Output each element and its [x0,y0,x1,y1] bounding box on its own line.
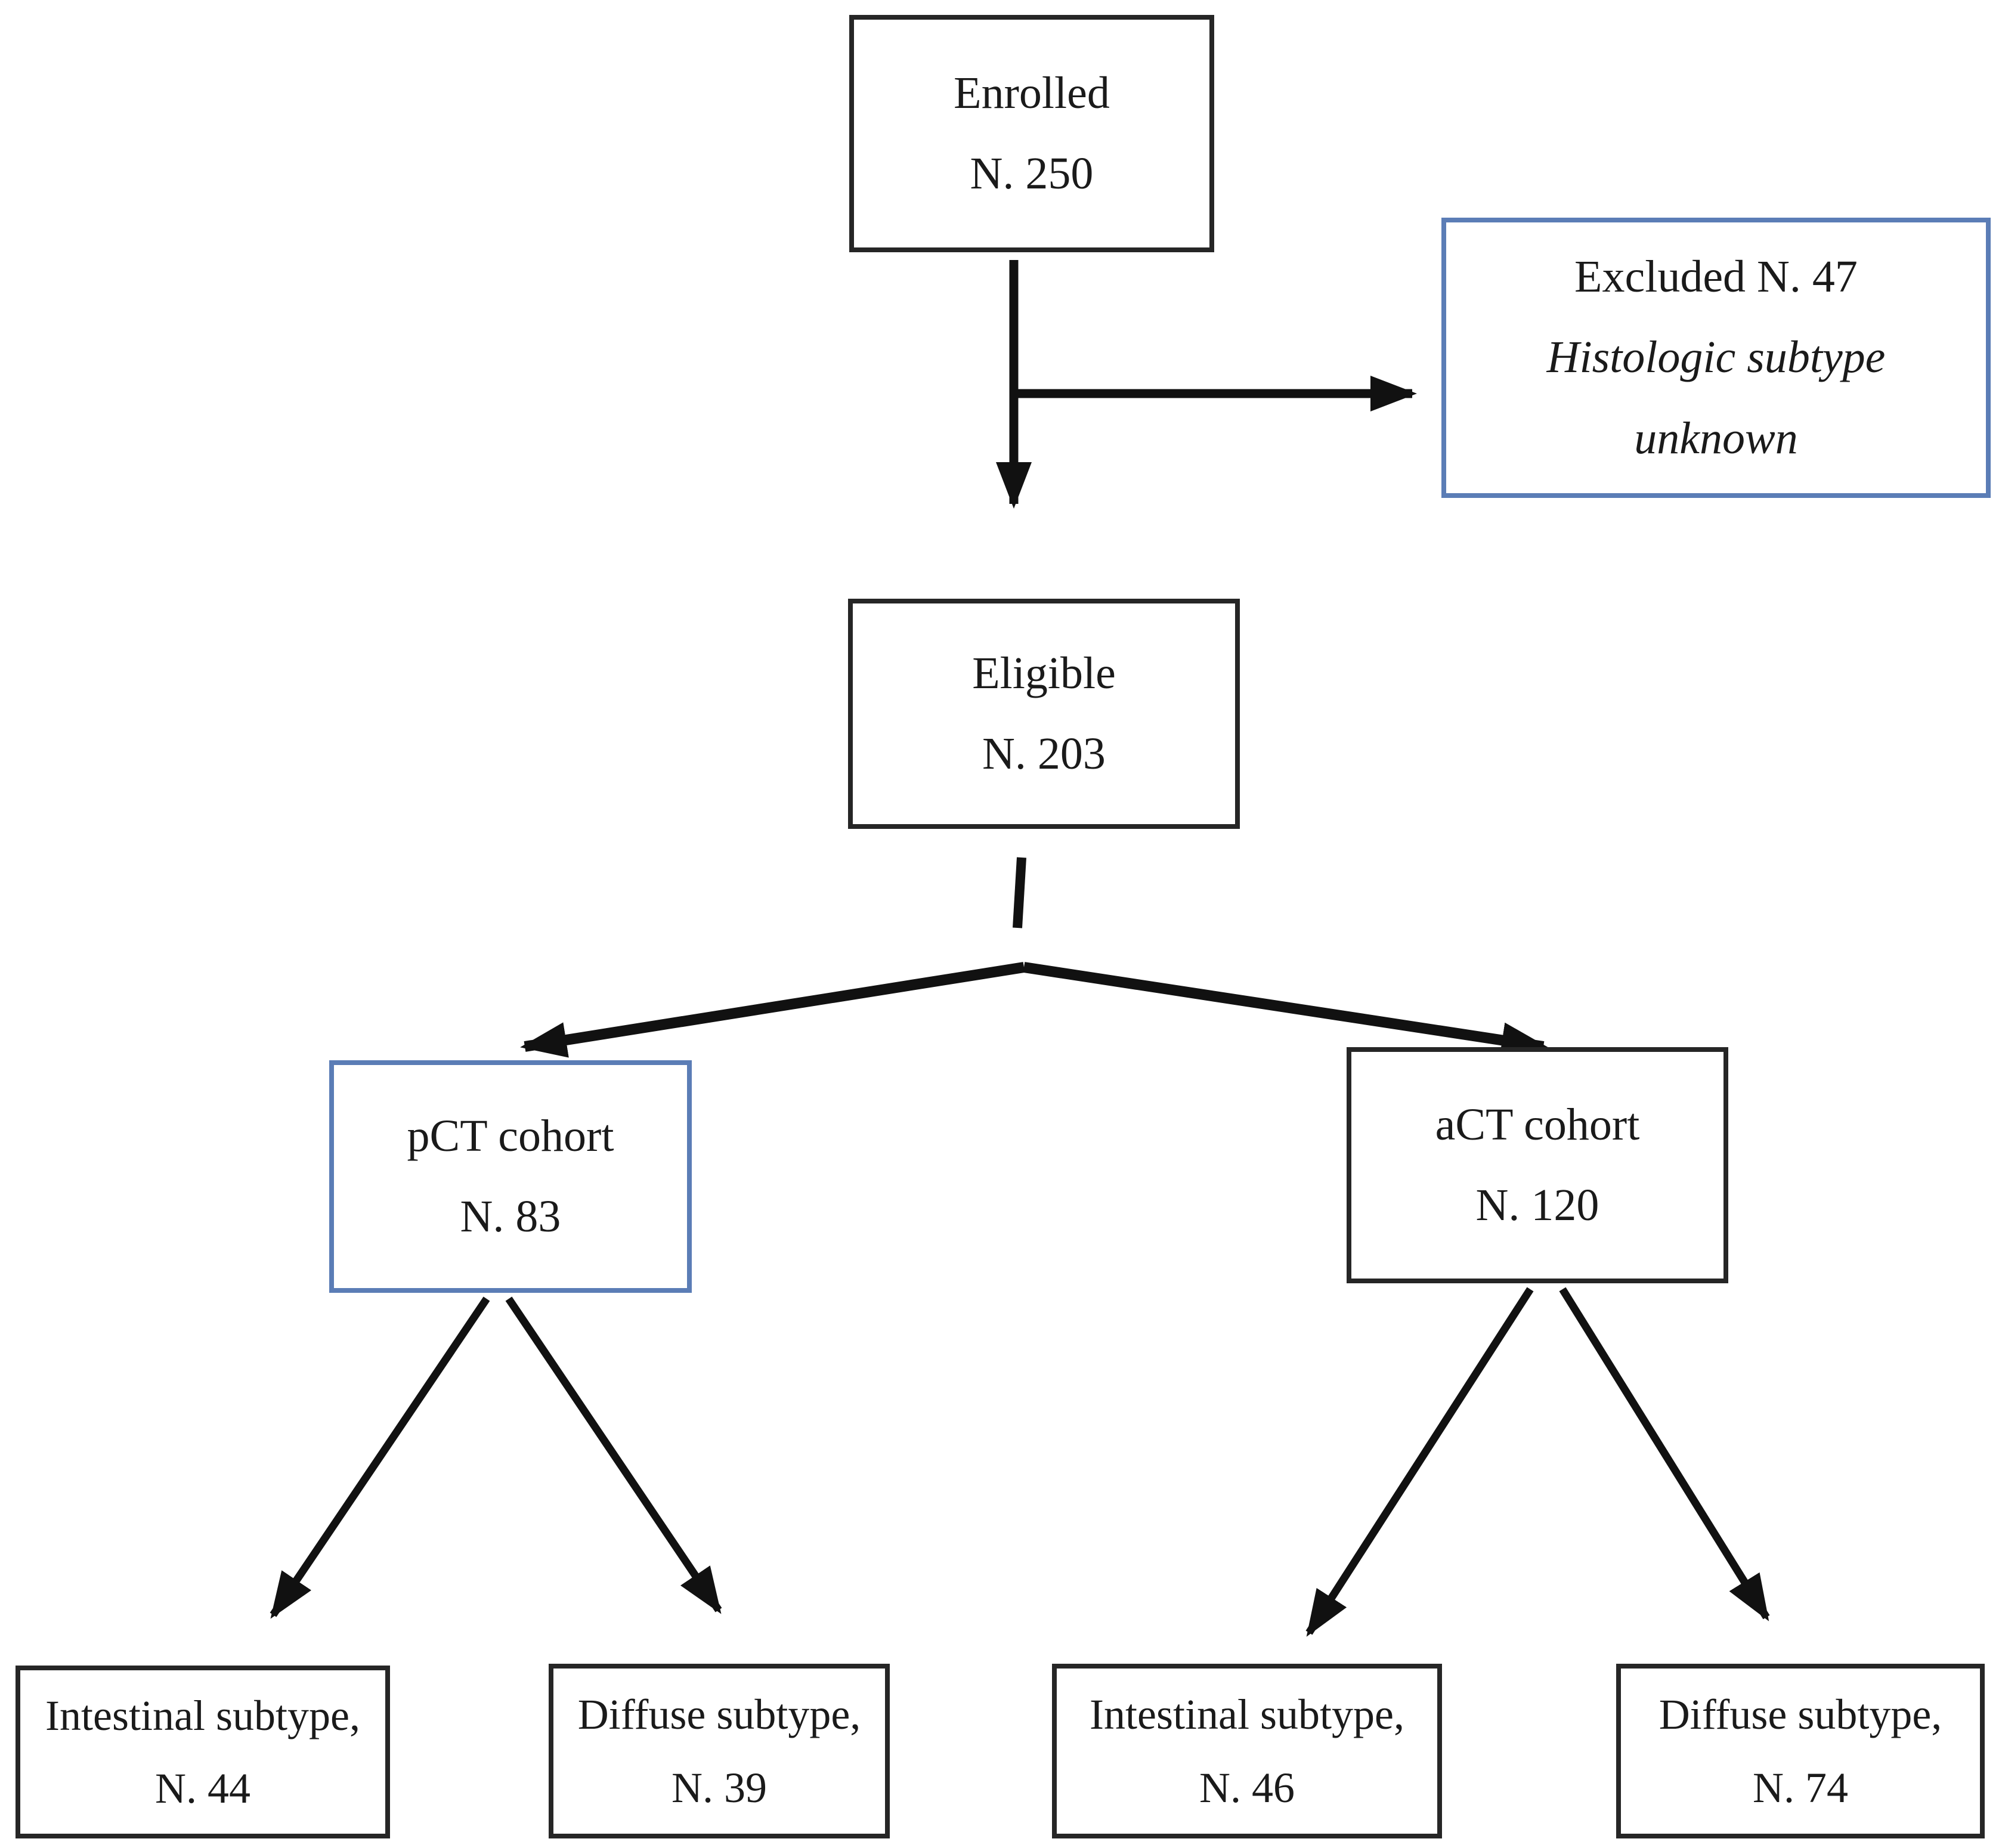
connector-eligible-stub [1013,857,1026,928]
eligible-count: N. 203 [982,729,1106,779]
act-diffuse-label: Diffuse subtype, [1658,1691,1942,1739]
node-act-cohort: aCT cohort N. 120 [1347,1047,1728,1283]
act-cohort-label: aCT cohort [1435,1099,1640,1150]
pct-cohort-count: N. 83 [460,1191,561,1242]
arrow-act-to-intestinal [1305,1287,1534,1637]
node-pct-diffuse-subtype: Diffuse subtype, N. 39 [549,1664,890,1838]
node-pct-intestinal-subtype: Intestinal subtype, N. 44 [16,1666,390,1838]
enrolled-label: Enrolled [954,67,1110,118]
enrolled-count: N. 250 [970,148,1094,199]
node-act-diffuse-subtype: Diffuse subtype, N. 74 [1616,1664,1985,1838]
act-cohort-count: N. 120 [1475,1180,1599,1230]
arrow-eligible-to-act [1023,962,1548,1058]
pct-diffuse-label: Diffuse subtype, [577,1691,861,1739]
pct-cohort-label: pCT cohort [407,1110,614,1161]
arrow-eligible-to-pct [520,962,1025,1058]
arrow-pct-to-diffuse [505,1296,722,1614]
pct-intestinal-label: Intestinal subtype, [45,1691,360,1739]
node-act-intestinal-subtype: Intestinal subtype, N. 46 [1052,1664,1442,1838]
pct-intestinal-count: N. 44 [155,1765,250,1812]
pct-diffuse-count: N. 39 [672,1763,767,1812]
arrow-pct-to-intestinal [270,1296,490,1619]
act-intestinal-label: Intestinal subtype, [1090,1691,1404,1739]
node-excluded: Excluded N. 47 Histologic subtype unknow… [1441,218,1991,498]
excluded-reason-line2: unknown [1634,413,1798,463]
excluded-reason-line1: Histologic subtype [1546,332,1886,383]
act-intestinal-count: N. 46 [1199,1763,1295,1812]
node-enrolled: Enrolled N. 250 [849,15,1214,252]
act-diffuse-count: N. 74 [1753,1763,1848,1812]
node-pct-cohort: pCT cohort N. 83 [329,1060,692,1293]
arrow-act-to-diffuse [1559,1287,1770,1621]
eligible-label: Eligible [972,648,1116,698]
excluded-label: Excluded N. 47 [1574,252,1858,302]
node-eligible: Eligible N. 203 [848,599,1240,829]
